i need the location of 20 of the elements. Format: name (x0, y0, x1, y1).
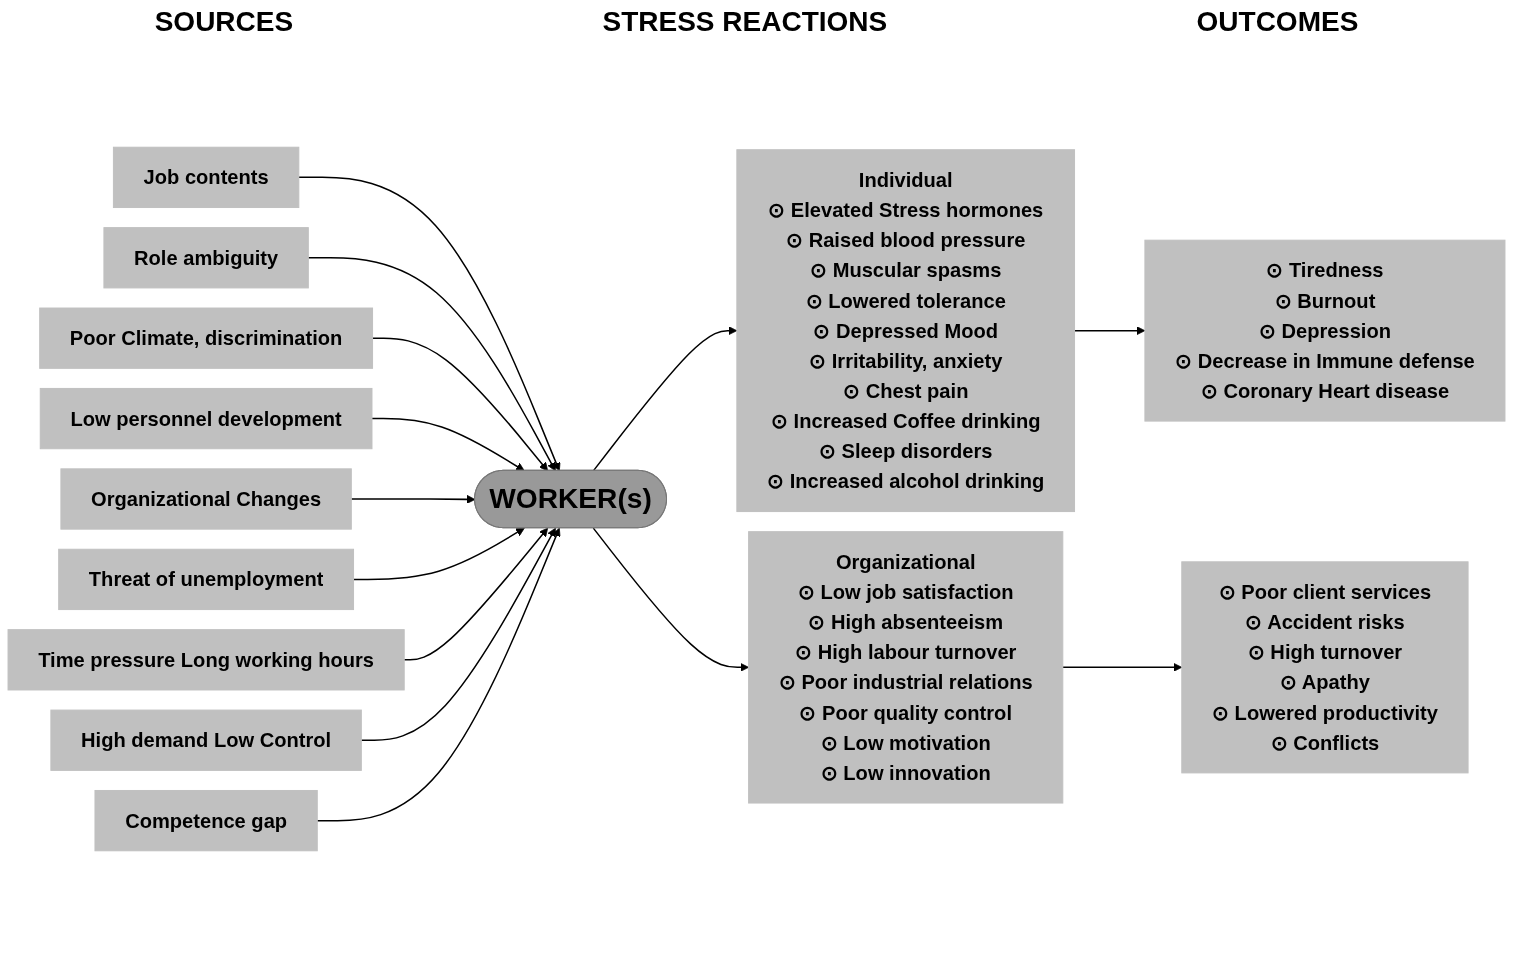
node-box: Job contents (112, 146, 300, 209)
node-box: Poor Climate, discrimination (39, 307, 374, 369)
node-box: Time pressure Long working hours (7, 629, 405, 691)
node-box: Threat of unemployment (58, 548, 355, 611)
node-box: Organizational ⊙ Low job satisfaction ⊙ High absenteeism ⊙ High labour turnover ⊙ Poor industrial relations ⊙ Poor quality control ⊙ Low motivation ⊙ Low innovation (748, 531, 1064, 804)
node-box: Individual ⊙ Elevated Stress hormones ⊙ Raised blood pressure ⊙ Muscular spasms ⊙ Lowered tolerance ⊙ Depressed Mood ⊙ Irritability, anxiety ⊙ Chest pain ⊙ Increased Coffee drinking ⊙ Sleep disorders ⊙ Increased alcohol drinking (736, 149, 1076, 513)
node-box: Low personnel development (39, 387, 373, 450)
node-box: Competence gap (94, 789, 318, 852)
column-heading: SOURCES (154, 6, 294, 38)
node-box: High demand Low Control (50, 709, 362, 771)
column-heading: STRESS REACTIONS (602, 6, 888, 38)
arrow (371, 417, 525, 472)
column-heading: OUTCOMES (1196, 6, 1359, 38)
arrow (371, 337, 549, 472)
node-box: Role ambiguity (103, 227, 309, 289)
node-box: ⊙ Tiredness ⊙ Burnout ⊙ Depression ⊙ Decrease in Immune defense ⊙ Coronary Heart disease (1144, 239, 1506, 422)
arrow (592, 527, 749, 672)
node-box: Organizational Changes (60, 468, 352, 530)
node-box: ⊙ Poor client services ⊙ Accident risks ⊙ High turnover ⊙ Apathy ⊙ Lowered productivity ⊙ Conflicts (1181, 561, 1469, 774)
arrow (298, 176, 561, 472)
